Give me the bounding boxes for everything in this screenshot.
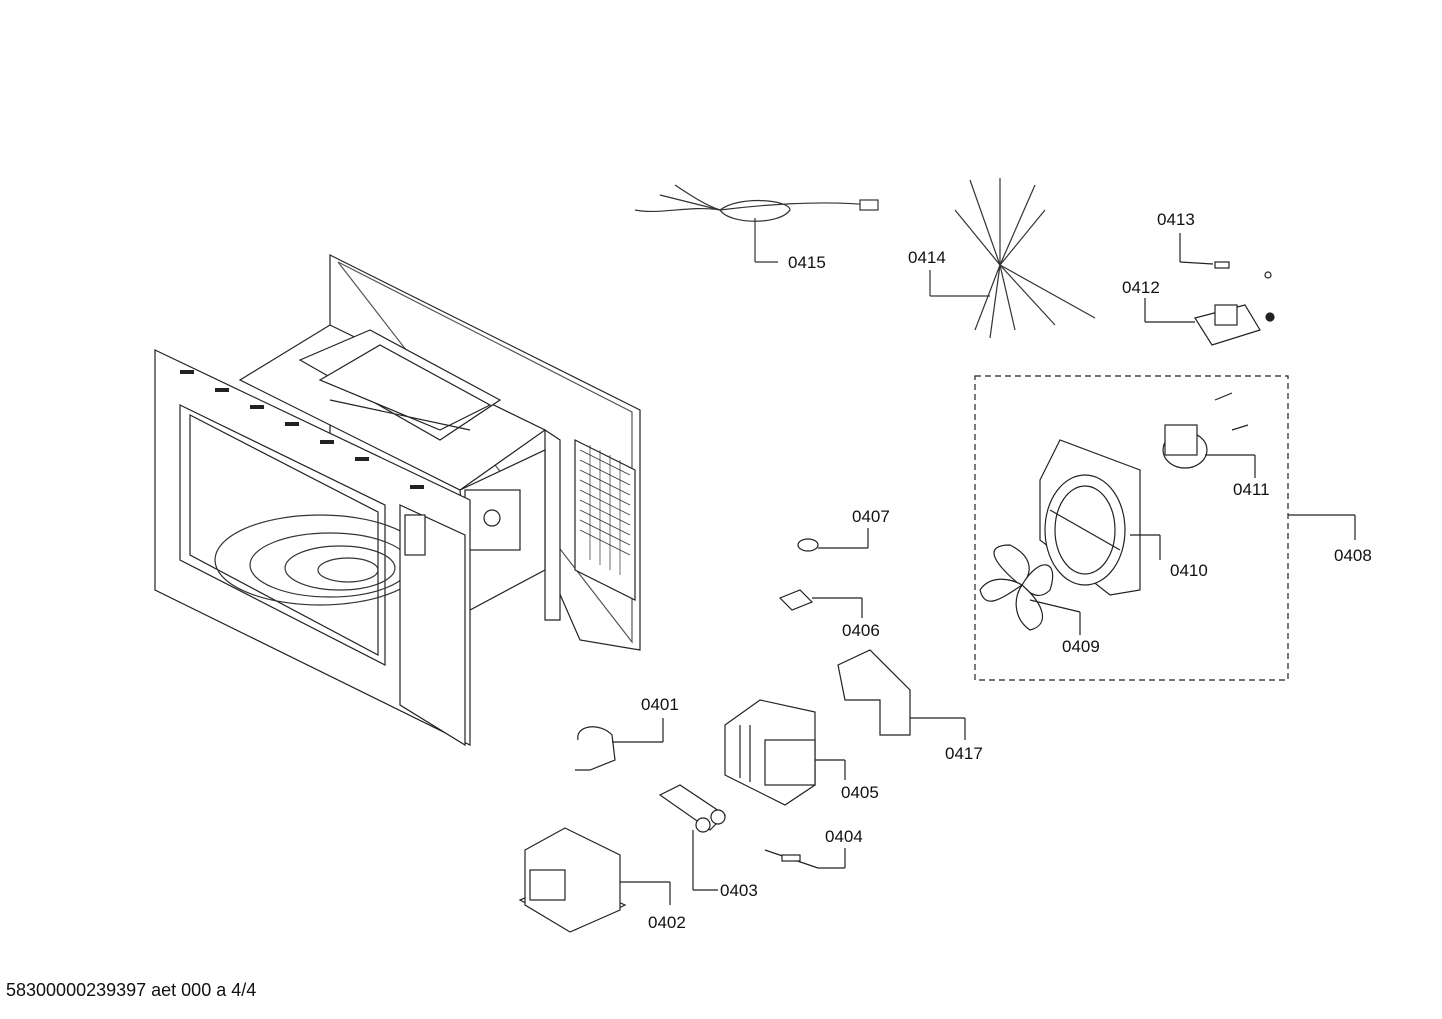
part-0408-leader (1288, 514, 1356, 540)
part-0414-wire-bundle (929, 178, 1096, 339)
part-0411-fan-motor (1162, 392, 1256, 478)
part-0417-cover (837, 649, 966, 740)
label-0411: 0411 (1233, 480, 1270, 499)
part-0402-transformer (518, 827, 671, 933)
front-slots (180, 370, 424, 489)
part-0401-clamp (575, 718, 664, 771)
label-0413: 0413 (1157, 210, 1195, 229)
label-0403: 0403 (720, 881, 758, 900)
label-0406: 0406 (842, 621, 880, 640)
part-0406-bracket (778, 589, 863, 618)
part-0405-magnetron (724, 699, 846, 806)
label-0409: 0409 (1062, 637, 1100, 656)
label-0410: 0410 (1170, 561, 1208, 580)
label-0417: 0417 (945, 744, 983, 763)
label-0412: 0412 (1122, 278, 1160, 297)
label-0407: 0407 (852, 507, 890, 526)
part-0409-fan-blade (979, 544, 1081, 635)
label-0414: 0414 (908, 248, 946, 267)
label-0408: 0408 (1334, 546, 1372, 565)
part-0407-thermostat (797, 528, 869, 552)
document-code: 58300000239397 aet 000 a 4/4 (6, 980, 257, 1000)
part-0413-screw (1179, 233, 1230, 269)
oven-cavity-housing (154, 254, 641, 747)
part-0404-diode (764, 848, 846, 869)
label-0405: 0405 (841, 783, 879, 802)
part-0403-capacitor (658, 784, 726, 891)
part-0412-filter-board (1144, 271, 1275, 346)
vent-grid (579, 445, 631, 575)
part-0408-group-box (974, 375, 1289, 681)
label-0404: 0404 (825, 827, 863, 846)
part-0410-fan-housing (1039, 439, 1161, 596)
part-0415-cable-harness (634, 184, 879, 263)
label-0415: 0415 (788, 253, 826, 272)
label-0402: 0402 (648, 913, 686, 932)
label-0401: 0401 (641, 695, 679, 714)
part-labels: 0415 0414 0413 0412 0411 0410 0409 0408 … (641, 210, 1372, 932)
